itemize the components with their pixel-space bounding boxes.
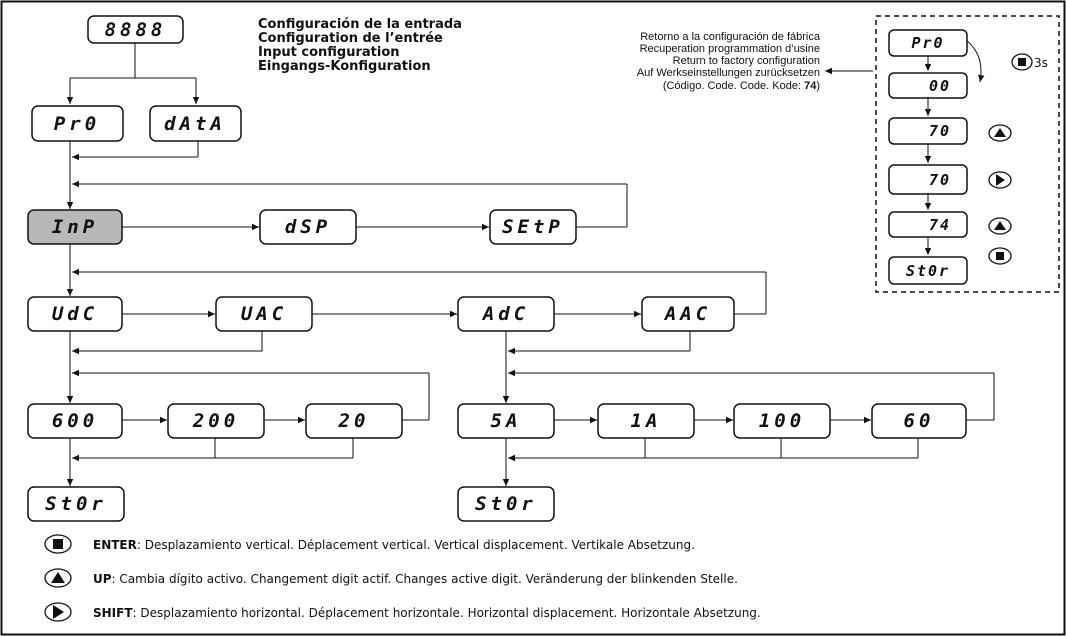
connectors <box>66 43 995 486</box>
display-setp: SEtP <box>489 209 577 245</box>
enter-icon <box>1011 53 1033 71</box>
display-pro: Pr0 <box>31 105 124 142</box>
display-600-value: 600 <box>52 410 98 432</box>
display-5a-value: 5A <box>491 410 522 432</box>
display-600: 600 <box>27 403 123 439</box>
display-inp-value: InP <box>52 216 98 238</box>
factory-reset-panel: Pr0 00 70 70 74 St0r 3s <box>875 15 1060 293</box>
factory-step-6: St0r <box>888 256 968 285</box>
factory-step-5-value: 74 <box>929 216 951 234</box>
factory-step-6-value: St0r <box>906 262 950 280</box>
display-top: 8888 <box>87 15 184 44</box>
enter-icon <box>44 534 72 554</box>
display-100: 100 <box>733 403 831 439</box>
display-uac: UAC <box>215 296 313 332</box>
display-200: 200 <box>167 403 265 439</box>
title-en: Input configuration <box>258 45 400 60</box>
up-icon <box>988 124 1012 142</box>
display-200-value: 200 <box>192 410 239 432</box>
up-icon <box>44 568 72 588</box>
title-fr: Configuration de l’entrée <box>258 31 443 46</box>
legend-up-text: UP: Cambia dígito activo. Changement dig… <box>93 572 738 586</box>
factory-note-fr: Recuperation programmation d’usine <box>640 43 820 55</box>
display-adc: AdC <box>457 296 555 332</box>
factory-step-2-value: 00 <box>929 77 951 95</box>
display-5a: 5A <box>457 403 555 439</box>
diagram-titles: Configuración de la entrada Configuratio… <box>258 17 462 74</box>
display-dsp-value: dSP <box>285 216 331 238</box>
display-stor-right: St0r <box>457 486 555 522</box>
up-icon <box>988 217 1012 235</box>
legend-row-enter: ENTER: Desplazamiento vertical. Déplacem… <box>44 534 695 554</box>
factory-note-en: Return to factory configuration <box>673 55 820 67</box>
display-pro-value: Pr0 <box>54 113 100 135</box>
display-stor-left-value: St0r <box>45 493 107 515</box>
hold-time-label: 3s <box>1034 56 1048 70</box>
title-es: Configuración de la entrada <box>258 17 462 32</box>
key-legend: ENTER: Desplazamiento vertical. Déplacem… <box>44 534 761 622</box>
display-aac: AAC <box>641 296 735 332</box>
display-stor-left: St0r <box>27 486 125 522</box>
display-100-value: 100 <box>759 410 805 432</box>
factory-note-de: Auf Werkseinstellungen zurücksetzen <box>637 67 820 79</box>
display-udc-value: UdC <box>52 303 98 325</box>
display-udc: UdC <box>27 296 123 332</box>
factory-step-2: 00 <box>888 72 968 99</box>
title-de: Eingangs-Konfiguration <box>258 59 431 74</box>
factory-step-3-value: 70 <box>929 122 951 140</box>
display-data-value: dAtA <box>164 113 226 135</box>
display-60: 60 <box>871 403 967 439</box>
enter-icon <box>988 247 1012 265</box>
display-stor-right-value: St0r <box>475 493 537 515</box>
factory-code-note: (Código. Code. Code. Kode: 74) <box>663 80 820 92</box>
factory-step-5: 74 <box>888 211 968 238</box>
factory-step-3: 70 <box>888 117 968 145</box>
display-1a-value: 1A <box>631 410 662 432</box>
legend-row-up: UP: Cambia dígito activo. Changement dig… <box>44 568 738 588</box>
display-20-value: 20 <box>338 410 370 432</box>
display-uac-value: UAC <box>241 303 287 325</box>
factory-reset-notes: Retorno a la configuración de fábrica Re… <box>637 31 873 92</box>
display-60-value: 60 <box>904 410 935 432</box>
factory-step-4: 70 <box>888 164 968 195</box>
display-data: dAtA <box>149 105 242 142</box>
factory-note-es: Retorno a la configuración de fábrica <box>640 31 821 43</box>
factory-step-4-value: 70 <box>929 171 951 189</box>
display-1a: 1A <box>597 403 695 439</box>
legend-shift-text: SHIFT: Desplazamiento horizontal. Déplac… <box>93 606 761 620</box>
display-dsp: dSP <box>259 209 357 245</box>
legend-row-shift: SHIFT: Desplazamiento horizontal. Déplac… <box>44 602 761 622</box>
display-20: 20 <box>305 403 403 439</box>
legend-enter-text: ENTER: Desplazamiento vertical. Déplacem… <box>93 538 695 552</box>
display-inp: InP <box>27 209 123 245</box>
shift-icon <box>44 602 72 622</box>
factory-step-1: Pr0 <box>888 29 968 57</box>
factory-step-1-value: Pr0 <box>911 34 944 52</box>
display-aac-value: AAC <box>663 303 711 325</box>
shift-icon <box>988 171 1012 189</box>
display-adc-value: AdC <box>481 303 529 325</box>
display-setp-value: SEtP <box>502 216 564 238</box>
display-top-value: 8888 <box>105 19 167 41</box>
